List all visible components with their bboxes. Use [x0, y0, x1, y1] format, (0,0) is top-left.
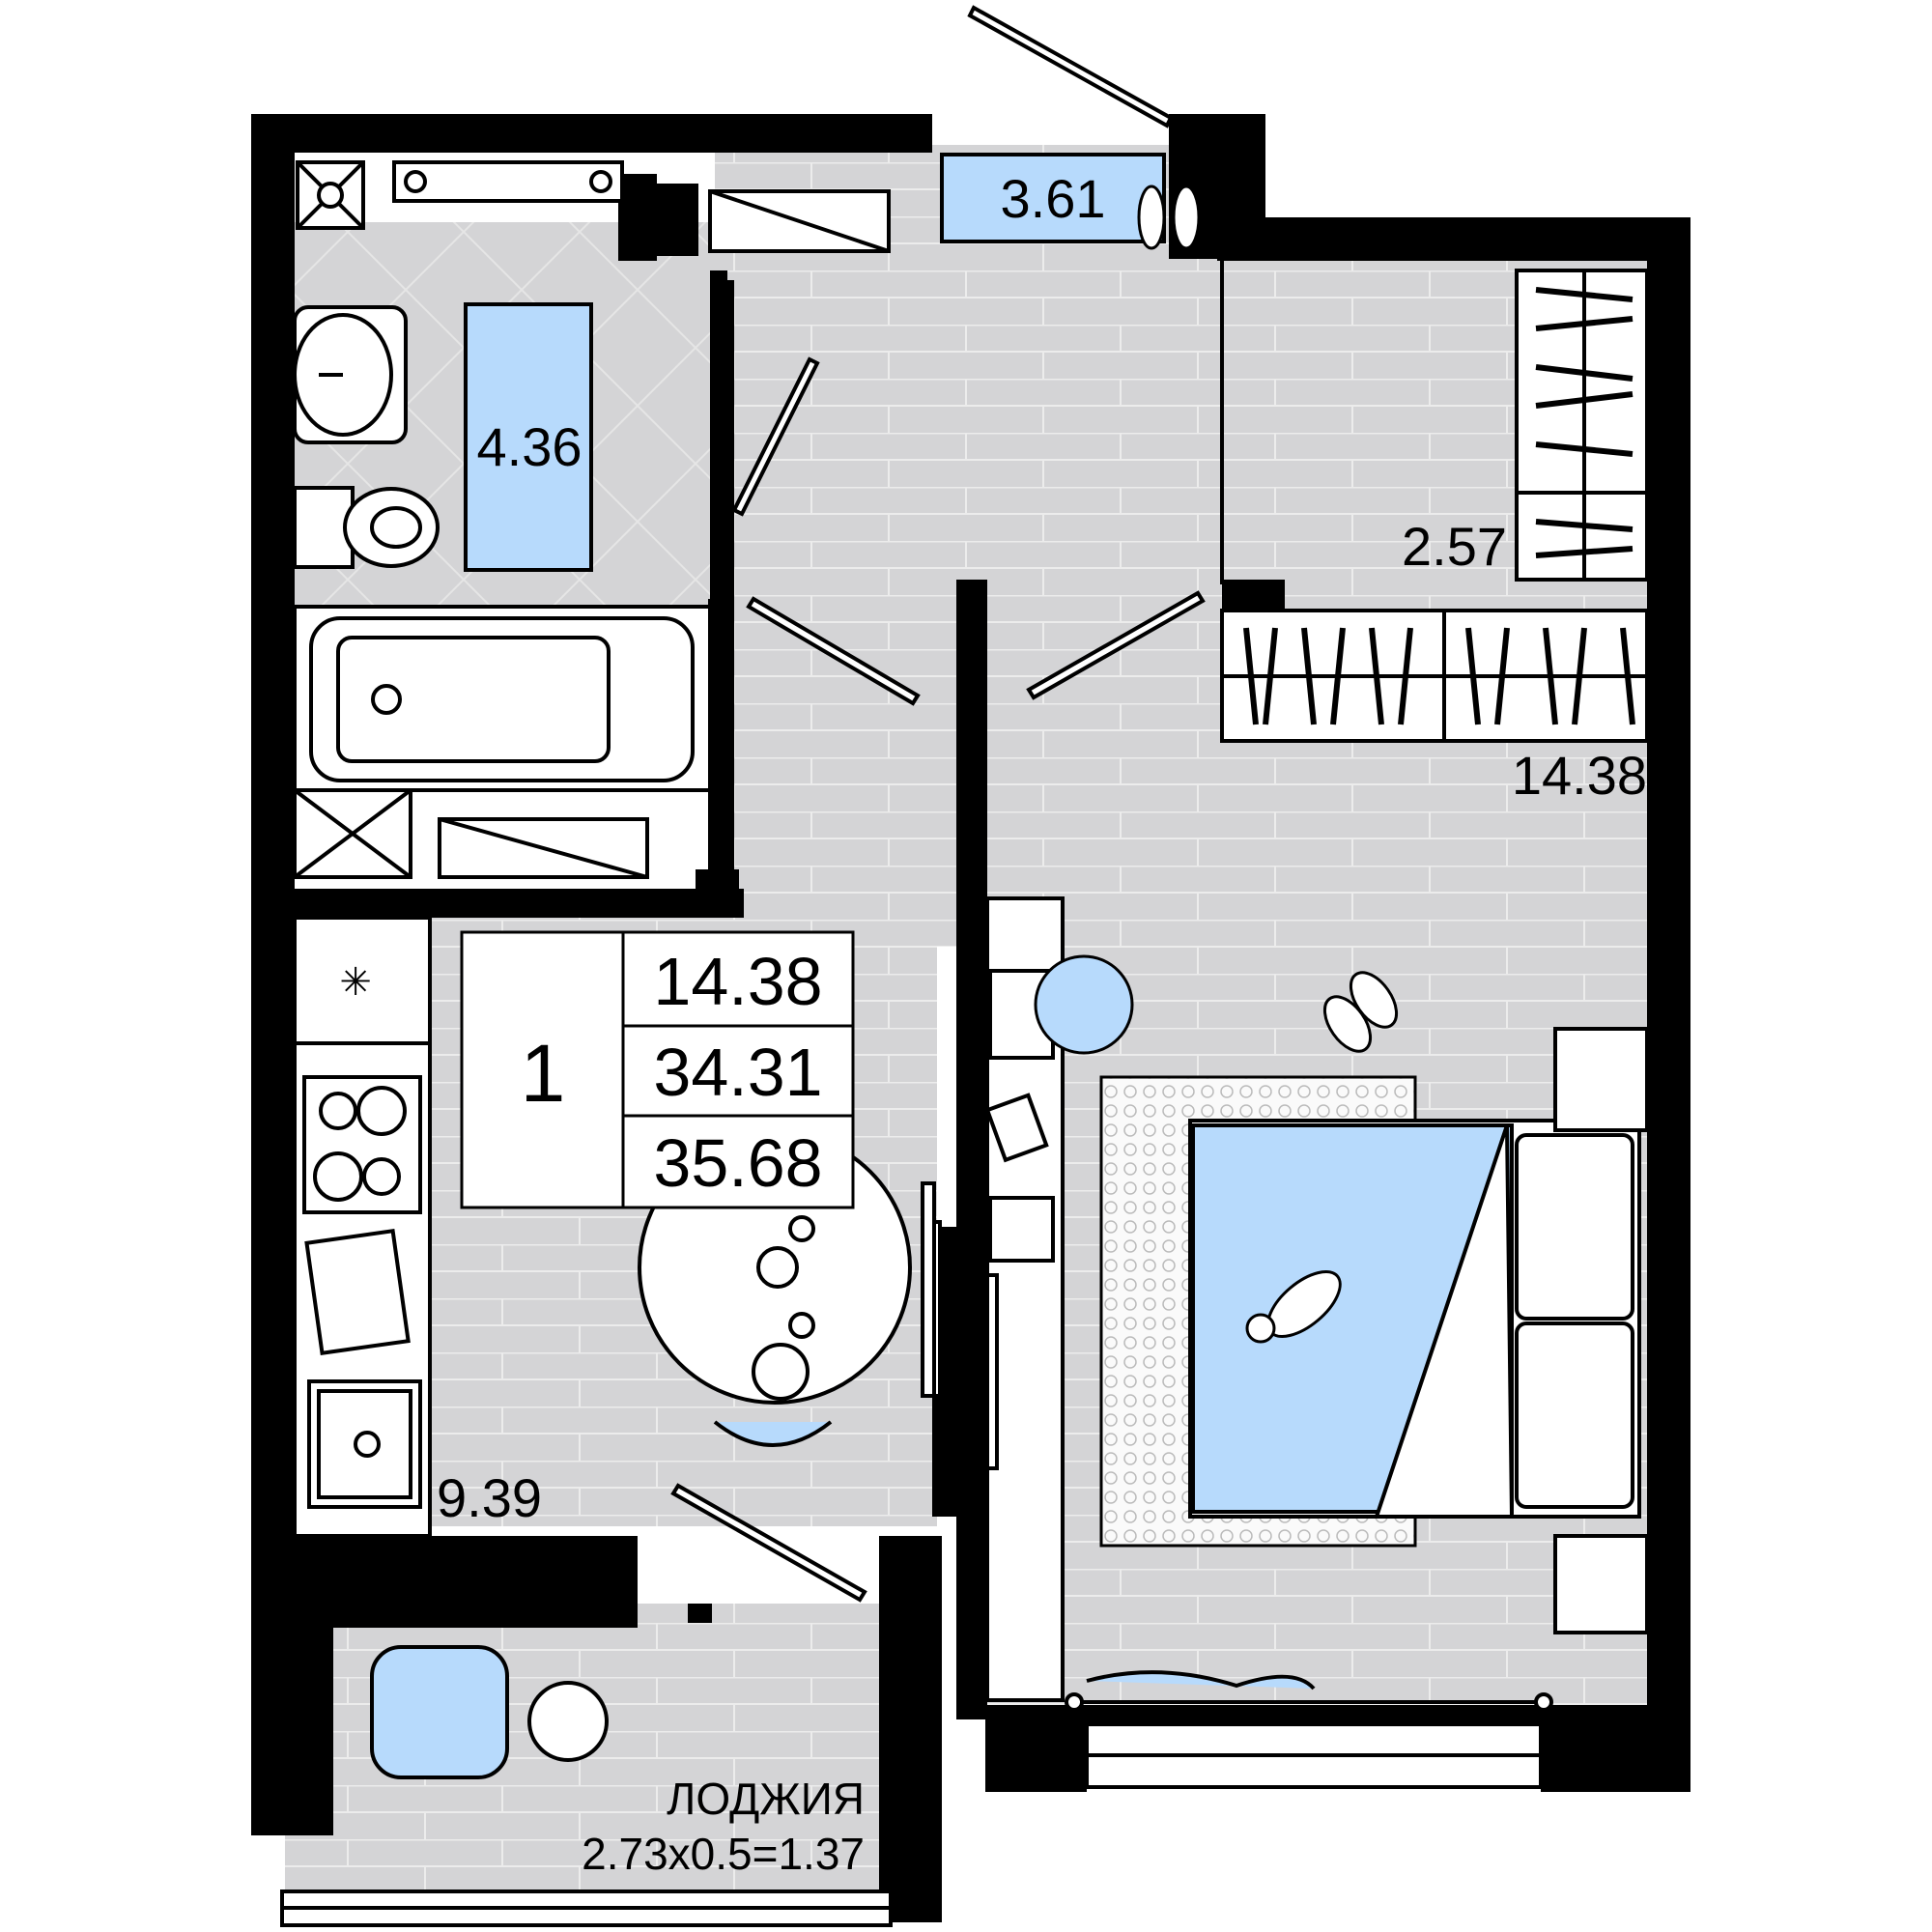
bathroom-area: 4.36	[477, 416, 582, 477]
wardrobe-area: 2.57	[1402, 516, 1507, 577]
doors	[670, 5, 1206, 1603]
kitchen-area: 9.39	[437, 1467, 542, 1528]
bedroom-window	[1085, 1722, 1543, 1789]
radiator-bathroom	[392, 160, 624, 203]
hangers-top	[1535, 287, 1634, 558]
kitchen-counter	[293, 916, 432, 1538]
loggia-formula: 2.73x0.5=1.37	[582, 1829, 865, 1879]
radiator-bedroom	[1065, 1670, 1553, 1712]
living-area: 14.38	[653, 944, 822, 1019]
area-with-loggia: 35.68	[653, 1125, 822, 1201]
walls	[251, 114, 1690, 1922]
loggia-furniture	[370, 1645, 609, 1779]
fridge	[293, 916, 432, 1045]
slippers-icon	[1137, 185, 1201, 250]
loggia-title: ЛОДЖИЯ	[667, 1774, 865, 1824]
tray	[304, 1229, 411, 1355]
hangers-bottom	[1243, 627, 1635, 725]
loggia-window	[280, 1889, 893, 1927]
bedroom-area: 14.38	[1512, 745, 1647, 806]
hall-rug	[940, 153, 1166, 243]
cat-icon	[1245, 1270, 1342, 1344]
toilet-tank	[293, 486, 355, 569]
total-area: 34.31	[653, 1035, 822, 1110]
rooms-count: 1	[521, 1028, 566, 1119]
nightstands	[1553, 1027, 1649, 1634]
pouf	[1034, 954, 1134, 1055]
bathroom-rug	[464, 302, 593, 572]
bathroom-fixtures	[293, 160, 891, 879]
hall-area: 3.61	[1001, 168, 1106, 229]
summary-table	[460, 930, 855, 1209]
corridor-floor	[715, 676, 937, 966]
bedroom-slippers-icon	[1322, 971, 1399, 1053]
snowflake-icon: ✳	[339, 961, 372, 1004]
